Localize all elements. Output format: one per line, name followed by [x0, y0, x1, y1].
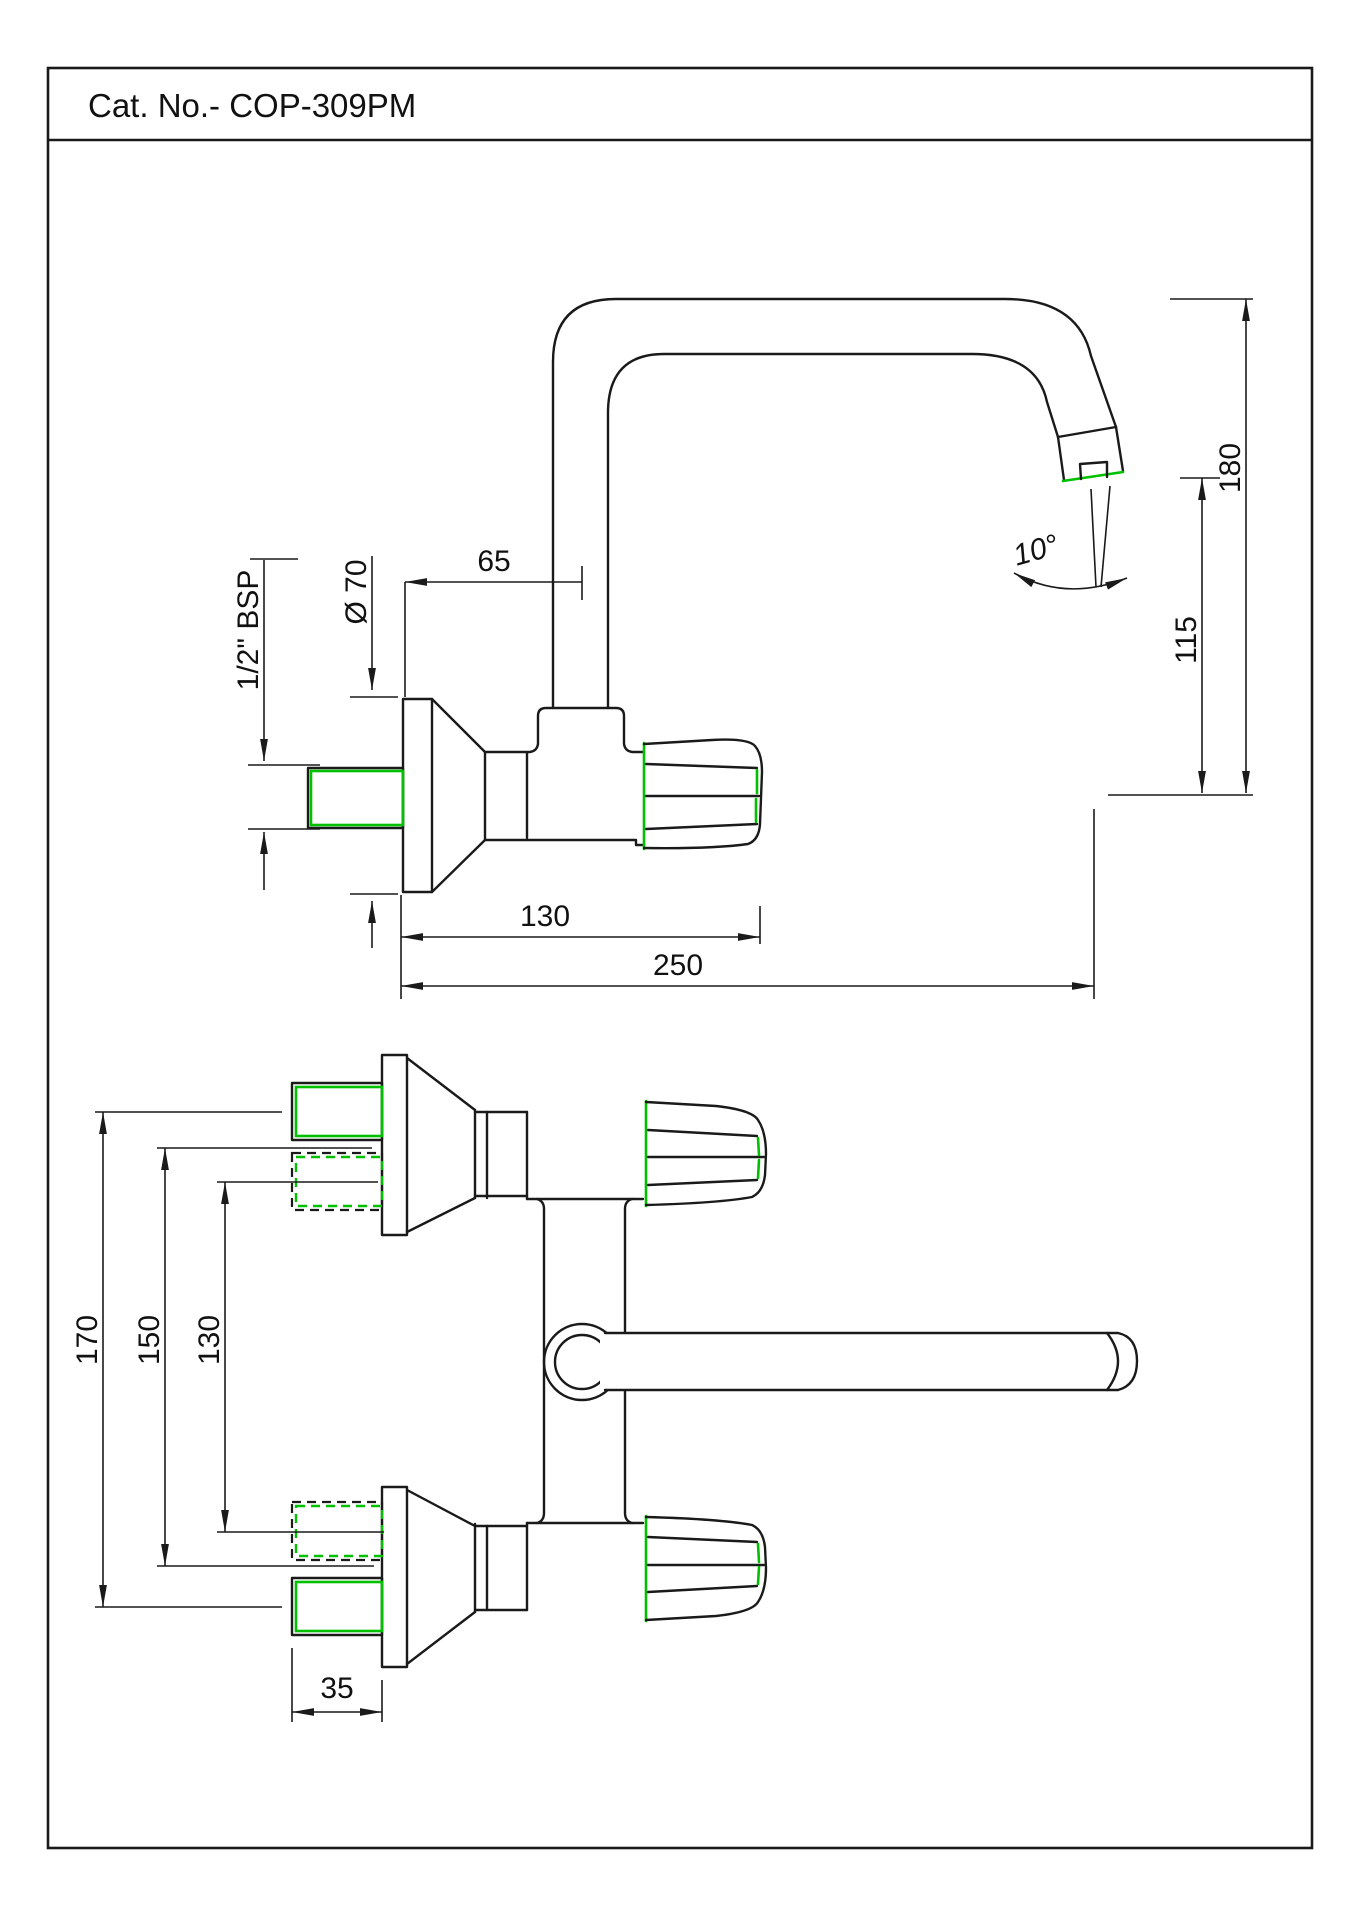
- lower-handle-outline: [644, 1515, 768, 1622]
- dim-label-130-side: 130: [520, 900, 570, 933]
- front-view: 170 150 130 35: [71, 1053, 1139, 1722]
- upper-cone-top: [405, 1056, 477, 1112]
- flange-cone-top: [430, 697, 487, 754]
- dim-spout-offset: 65: [404, 545, 583, 697]
- wall-flange-plate: [401, 697, 434, 894]
- sheet-frame: Cat. No.- COP-309PM: [46, 66, 1314, 1850]
- spout-outer-profile: [551, 297, 1118, 710]
- pipe-mask: [600, 1334, 1135, 1389]
- dim-inlet-thread: 1/2" BSP: [232, 558, 320, 890]
- dim-inlet-projection: 35: [291, 1648, 383, 1722]
- inlet-shank-outline: [306, 766, 405, 830]
- upper-cone-bottom: [405, 1196, 477, 1234]
- upper-inlet-solid: [290, 1081, 384, 1142]
- lower-inlet-solid: [290, 1576, 384, 1637]
- dim-label-65: 65: [477, 545, 510, 578]
- aerator: [1078, 460, 1109, 481]
- upper-handle-flute-1: [646, 1128, 759, 1138]
- upper-handle-tip-highlight-1: [756, 1136, 761, 1157]
- spout-joint-line: [1056, 425, 1118, 439]
- flange-cone-bottom: [430, 838, 487, 894]
- dim-label-130-front: 130: [193, 1315, 226, 1365]
- dim-spout-angle: 10°: [1010, 528, 1128, 590]
- lower-inlet-alternate-dashed: [290, 1500, 384, 1562]
- upper-handle-tip-highlight-2: [756, 1158, 761, 1180]
- border: [46, 66, 1314, 1850]
- lower-inlet-outline: [290, 1576, 384, 1637]
- upper-flange-plate: [380, 1053, 409, 1237]
- lower-handle-flute-3: [646, 1535, 759, 1544]
- dim-inlet-centers-outer: 170: [71, 1111, 282, 1608]
- dim-flange-diameter: Ø 70: [340, 556, 398, 948]
- side-view: 65 Ø 70 1/2" BSP 130: [232, 297, 1253, 999]
- lower-handle-flute-1: [646, 1584, 759, 1594]
- lower-cone-bottom: [405, 1610, 477, 1666]
- lower-flange-plate: [380, 1485, 409, 1669]
- pipe-end-cap-outer: [1116, 1331, 1139, 1392]
- water-stream: [1090, 485, 1111, 588]
- dim-label-bsp: 1/2" BSP: [232, 570, 265, 691]
- lower-inlet-thread-highlight: [294, 1580, 384, 1633]
- upper-handle-outline: [644, 1100, 768, 1207]
- lower-alt-inlet-outline: [290, 1500, 384, 1562]
- catalog-number: Cat. No.- COP-309PM: [88, 87, 416, 124]
- mixer-body-side: [401, 697, 646, 894]
- upper-alt-inlet-outline: [290, 1151, 384, 1212]
- dim-label-150: 150: [133, 1315, 166, 1365]
- handle-flute-1: [644, 762, 759, 770]
- spout-outlet-face-highlight: [1061, 470, 1125, 483]
- dim-label-dia70: Ø 70: [340, 559, 373, 624]
- upper-handle-front: [644, 1099, 768, 1208]
- spout-swivel-front: [542, 1322, 1139, 1402]
- upper-handle-flute-3: [646, 1178, 759, 1187]
- spout-tip-right-edge: [1114, 425, 1125, 473]
- upper-inlet-outline: [290, 1081, 384, 1142]
- lower-cone-top: [405, 1488, 477, 1528]
- handle-flute-3: [644, 822, 759, 831]
- inlet-shank-side: [306, 766, 405, 830]
- inlet-shank-thread-highlight: [309, 769, 405, 827]
- body-top-profile: [483, 706, 646, 754]
- lower-alt-inlet-thread-highlight: [294, 1504, 384, 1558]
- dim-label-angle: 10°: [1010, 528, 1063, 572]
- dim-label-250: 250: [653, 949, 703, 982]
- dim-label-170: 170: [71, 1315, 104, 1365]
- angle-arc: [1013, 572, 1128, 590]
- stream-line-right: [1100, 485, 1111, 588]
- upper-valve-assembly: [380, 1053, 529, 1237]
- body-bottom-profile: [483, 838, 646, 847]
- dim-inlet-centers-inner: 130: [193, 1181, 384, 1533]
- lower-handle-tip-highlight-1: [756, 1565, 761, 1586]
- dim-wall-to-outlet: 250: [400, 809, 1095, 999]
- handle-side: [642, 738, 764, 851]
- spout-tip-left-edge: [1056, 435, 1066, 482]
- lower-handle-front: [644, 1514, 768, 1623]
- upper-inlet-thread-highlight: [294, 1085, 384, 1138]
- spout: [551, 297, 1125, 710]
- dim-overall-height: 180: [1170, 298, 1253, 793]
- dim-wall-to-handle: 130: [401, 900, 761, 944]
- stream-line-left: [1090, 488, 1097, 588]
- lower-handle-tip-highlight-2: [756, 1542, 761, 1564]
- dim-label-180: 180: [1214, 443, 1247, 493]
- dim-label-115: 115: [1170, 616, 1203, 664]
- lower-valve-assembly: [380, 1485, 529, 1669]
- dim-outlet-height: 115: [1170, 477, 1220, 793]
- pipe-end-cap-inner: [1105, 1331, 1120, 1392]
- handle-outline: [642, 738, 764, 850]
- spout-inner-profile: [606, 352, 1060, 710]
- dim-label-35: 35: [320, 1672, 353, 1705]
- dim-inlet-centers-mid: 150: [133, 1147, 374, 1567]
